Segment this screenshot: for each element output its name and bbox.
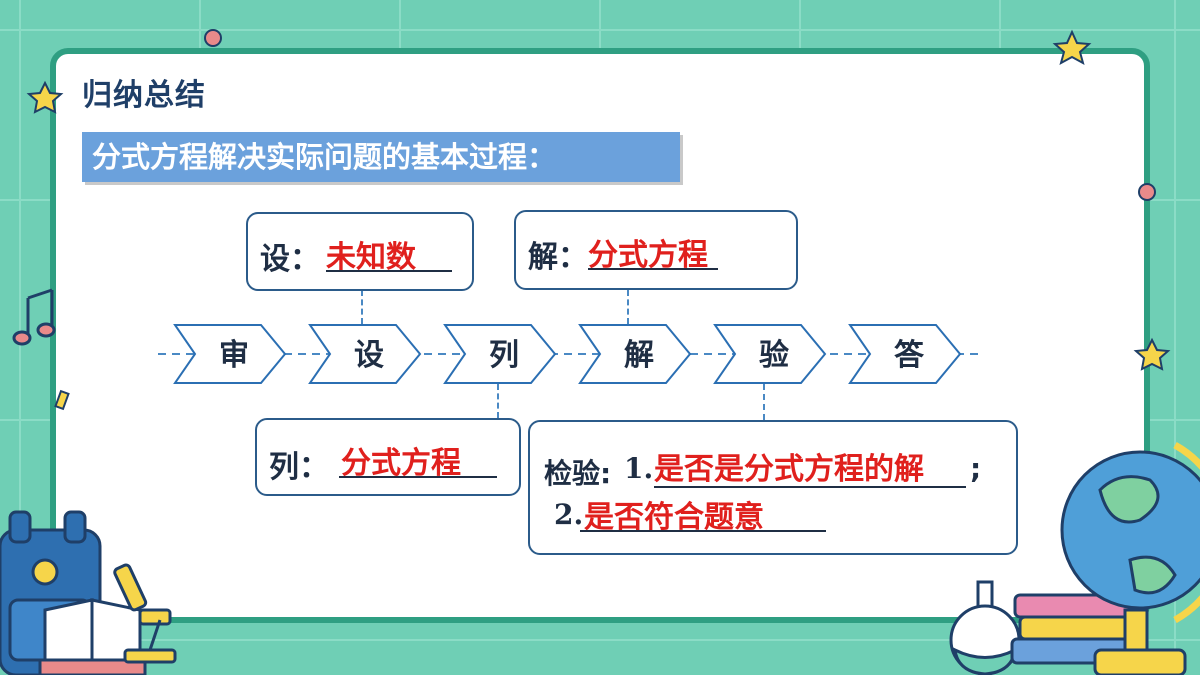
list-answer: 分式方程 <box>341 446 461 481</box>
step-chevron-1 <box>173 324 287 384</box>
solve-label: 解： <box>528 240 588 275</box>
step-label-2: 设 <box>354 338 384 373</box>
check-answer2-underline <box>580 530 826 532</box>
check-answer1: 是否是分式方程的解 <box>654 452 924 487</box>
check-num2: 2. <box>554 498 584 531</box>
list-answer-underline <box>339 476 497 478</box>
step-chevron-5 <box>713 324 827 384</box>
set-label: 设： <box>260 242 320 277</box>
set-answer-underline <box>326 270 452 272</box>
step-chevron-6 <box>848 324 962 384</box>
connector-list <box>497 384 499 418</box>
solve-answer: 分式方程 <box>588 238 708 273</box>
step-label-6: 答 <box>894 338 925 373</box>
step-chevron-3 <box>443 324 557 384</box>
subtitle-banner: 分式方程解决实际问题的基本过程： <box>82 132 680 182</box>
check-num1: 1. <box>624 452 654 485</box>
set-box: 设： 未知数 <box>246 212 474 291</box>
list-label: 列： <box>269 450 329 485</box>
step-chevron-4 <box>578 324 692 384</box>
page-title: 归纳总结 <box>82 78 206 113</box>
connector-check <box>763 384 765 420</box>
list-box: 列： 分式方程 <box>255 418 521 496</box>
set-answer: 未知数 <box>326 240 416 275</box>
check-label: 检验: <box>544 457 612 490</box>
solve-box: 解： 分式方程 <box>514 210 798 290</box>
step-label-3: 列 <box>489 338 519 373</box>
step-label-5: 验 <box>759 338 789 373</box>
step-chevron-2 <box>308 324 422 384</box>
check-end1: ; <box>970 452 982 485</box>
connector-solve <box>627 290 629 324</box>
check-answer1-underline <box>654 486 966 488</box>
check-answer2: 是否符合题意 <box>584 500 764 535</box>
check-box: 检验: 1. 是否是分式方程的解 ; 2. 是否符合题意 <box>528 420 1018 555</box>
step-label-1: 审 <box>219 338 249 373</box>
connector-set <box>361 290 363 324</box>
step-label-4: 解 <box>624 338 654 373</box>
solve-answer-underline <box>588 268 718 270</box>
